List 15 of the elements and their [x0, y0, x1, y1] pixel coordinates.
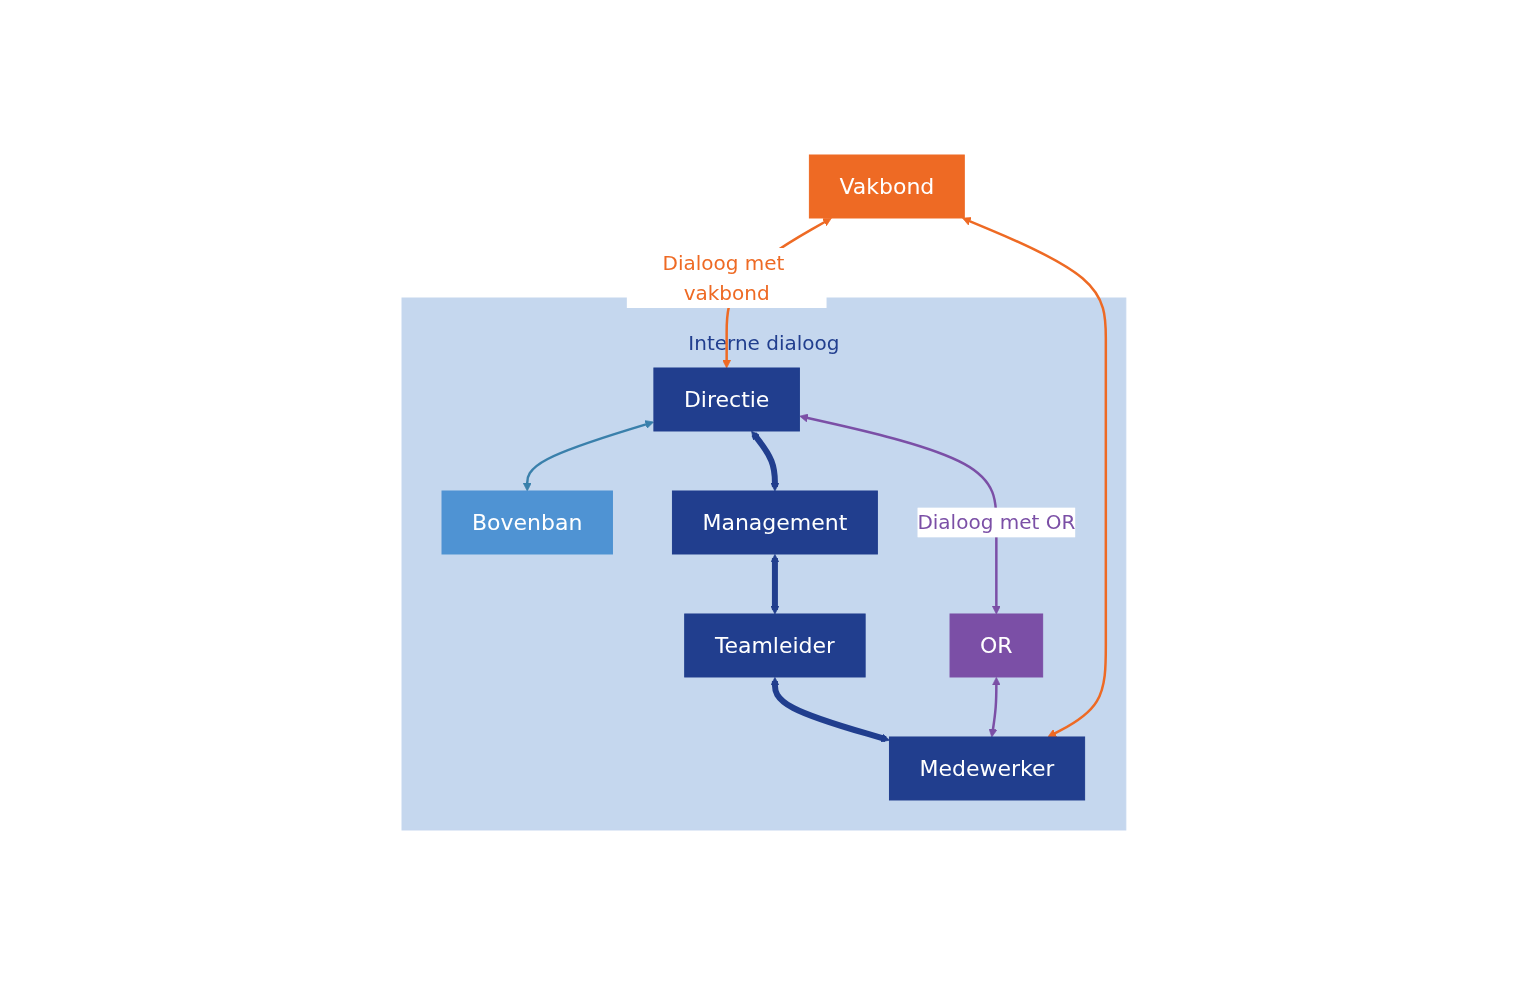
node-box: Bovenban: [441, 490, 613, 555]
arrow: [750, 430, 779, 492]
edge-label: Dialoog met OR: [916, 510, 1075, 535]
arrow: [522, 420, 654, 492]
node-box: Teamleider: [683, 613, 866, 678]
node-box: Medewerker: [888, 736, 1085, 801]
arrow: [770, 554, 779, 615]
node-box: Management: [671, 490, 878, 555]
node-box: Directie: [652, 367, 800, 432]
node-box: Vakbond: [808, 154, 965, 219]
arrow: [961, 217, 1107, 738]
arrow: [770, 677, 890, 743]
arrow: [988, 677, 1001, 738]
arrow: [799, 413, 1001, 615]
node-box: OR: [949, 613, 1043, 678]
